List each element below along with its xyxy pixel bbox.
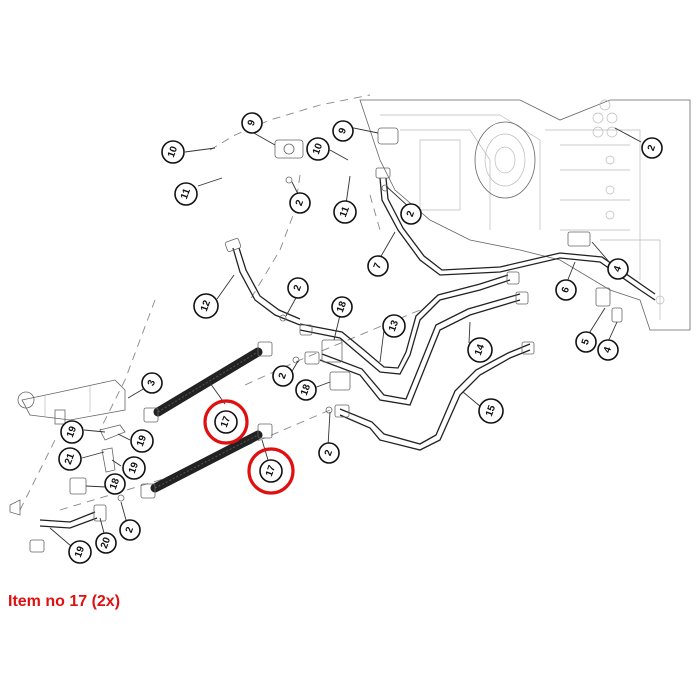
callout-9-a: 9 (241, 112, 263, 134)
callout-2-a: 2 (289, 192, 311, 214)
highlight-ring-lower (247, 447, 295, 495)
callout-4-a: 4 (607, 258, 629, 280)
highlight-ring-upper (203, 399, 249, 445)
svg-text:4: 4 (612, 264, 624, 273)
hydraulic-cylinder (9, 379, 126, 553)
callout-4-b: 4 (597, 339, 619, 361)
svg-text:11: 11 (338, 205, 352, 219)
callout-19-c: 19 (122, 456, 146, 480)
callout-10-b: 10 (306, 137, 330, 161)
callout-11-b: 11 (333, 200, 357, 224)
svg-text:2: 2 (323, 448, 335, 457)
svg-text:14: 14 (473, 342, 487, 357)
callout-17-upper: 17 (214, 410, 238, 434)
callout-19-d: 19 (68, 540, 92, 564)
svg-text:7: 7 (372, 261, 384, 270)
svg-text:4: 4 (602, 345, 614, 354)
svg-text:9: 9 (337, 126, 349, 135)
callout-13: 13 (382, 314, 406, 338)
callout-20: 20 (95, 532, 117, 554)
hose-item-17-upper (143, 341, 273, 423)
svg-text:2: 2 (292, 283, 304, 292)
fittings (117, 127, 623, 502)
svg-text:2: 2 (646, 143, 658, 152)
svg-text:3: 3 (146, 378, 158, 387)
callout-14: 14 (467, 337, 493, 363)
callout-18-c: 18 (104, 473, 126, 495)
svg-text:9: 9 (246, 118, 258, 127)
svg-text:12: 12 (199, 298, 213, 313)
assembly-lines (19, 94, 421, 511)
svg-text:20: 20 (99, 535, 113, 550)
hose-item-17-lower (140, 423, 273, 499)
svg-text:18: 18 (108, 476, 122, 491)
svg-text:19: 19 (127, 460, 141, 475)
svg-text:17: 17 (219, 414, 233, 429)
svg-text:5: 5 (580, 337, 592, 346)
svg-text:19: 19 (73, 544, 87, 559)
callout-5: 5 (575, 331, 597, 353)
callout-19-b: 19 (130, 429, 154, 453)
callout-7: 7 (367, 255, 389, 277)
callout-2-c: 2 (641, 137, 663, 159)
callout-6: 6 (555, 279, 577, 301)
callout-18-b: 18 (295, 379, 317, 401)
svg-text:15: 15 (484, 403, 498, 418)
svg-text:2: 2 (124, 525, 136, 534)
svg-text:6: 6 (560, 285, 572, 294)
svg-text:10: 10 (311, 141, 325, 156)
svg-text:17: 17 (264, 463, 278, 478)
svg-text:18: 18 (335, 299, 349, 314)
callout-3: 3 (141, 372, 163, 394)
callout-21: 21 (58, 447, 82, 471)
svg-text:21: 21 (63, 451, 77, 466)
svg-text:2: 2 (405, 209, 417, 218)
callout-10-a: 10 (161, 140, 185, 164)
svg-text:10: 10 (166, 144, 180, 159)
svg-text:13: 13 (387, 318, 401, 333)
callout-2-b: 2 (400, 203, 422, 225)
callout-18-a: 18 (331, 296, 353, 318)
callout-15: 15 (478, 398, 504, 424)
callout-2-f: 2 (318, 442, 340, 464)
callout-2-d: 2 (287, 277, 309, 299)
callout-17-lower: 17 (259, 459, 283, 483)
callout-2-e: 2 (272, 365, 294, 387)
callout-11-a: 11 (174, 182, 198, 206)
svg-text:18: 18 (299, 382, 313, 397)
callout-19-a: 19 (60, 420, 84, 444)
svg-text:2: 2 (294, 198, 306, 207)
leader-lines (49, 125, 642, 547)
item-caption: Item no 17 (2x) (8, 593, 121, 610)
callout-2-g: 2 (119, 519, 141, 541)
callout-9-b: 9 (332, 120, 354, 142)
svg-text:19: 19 (135, 433, 149, 448)
svg-text:11: 11 (179, 187, 193, 201)
callout-12: 12 (193, 293, 219, 319)
svg-text:19: 19 (65, 424, 79, 439)
svg-text:2: 2 (277, 371, 289, 380)
